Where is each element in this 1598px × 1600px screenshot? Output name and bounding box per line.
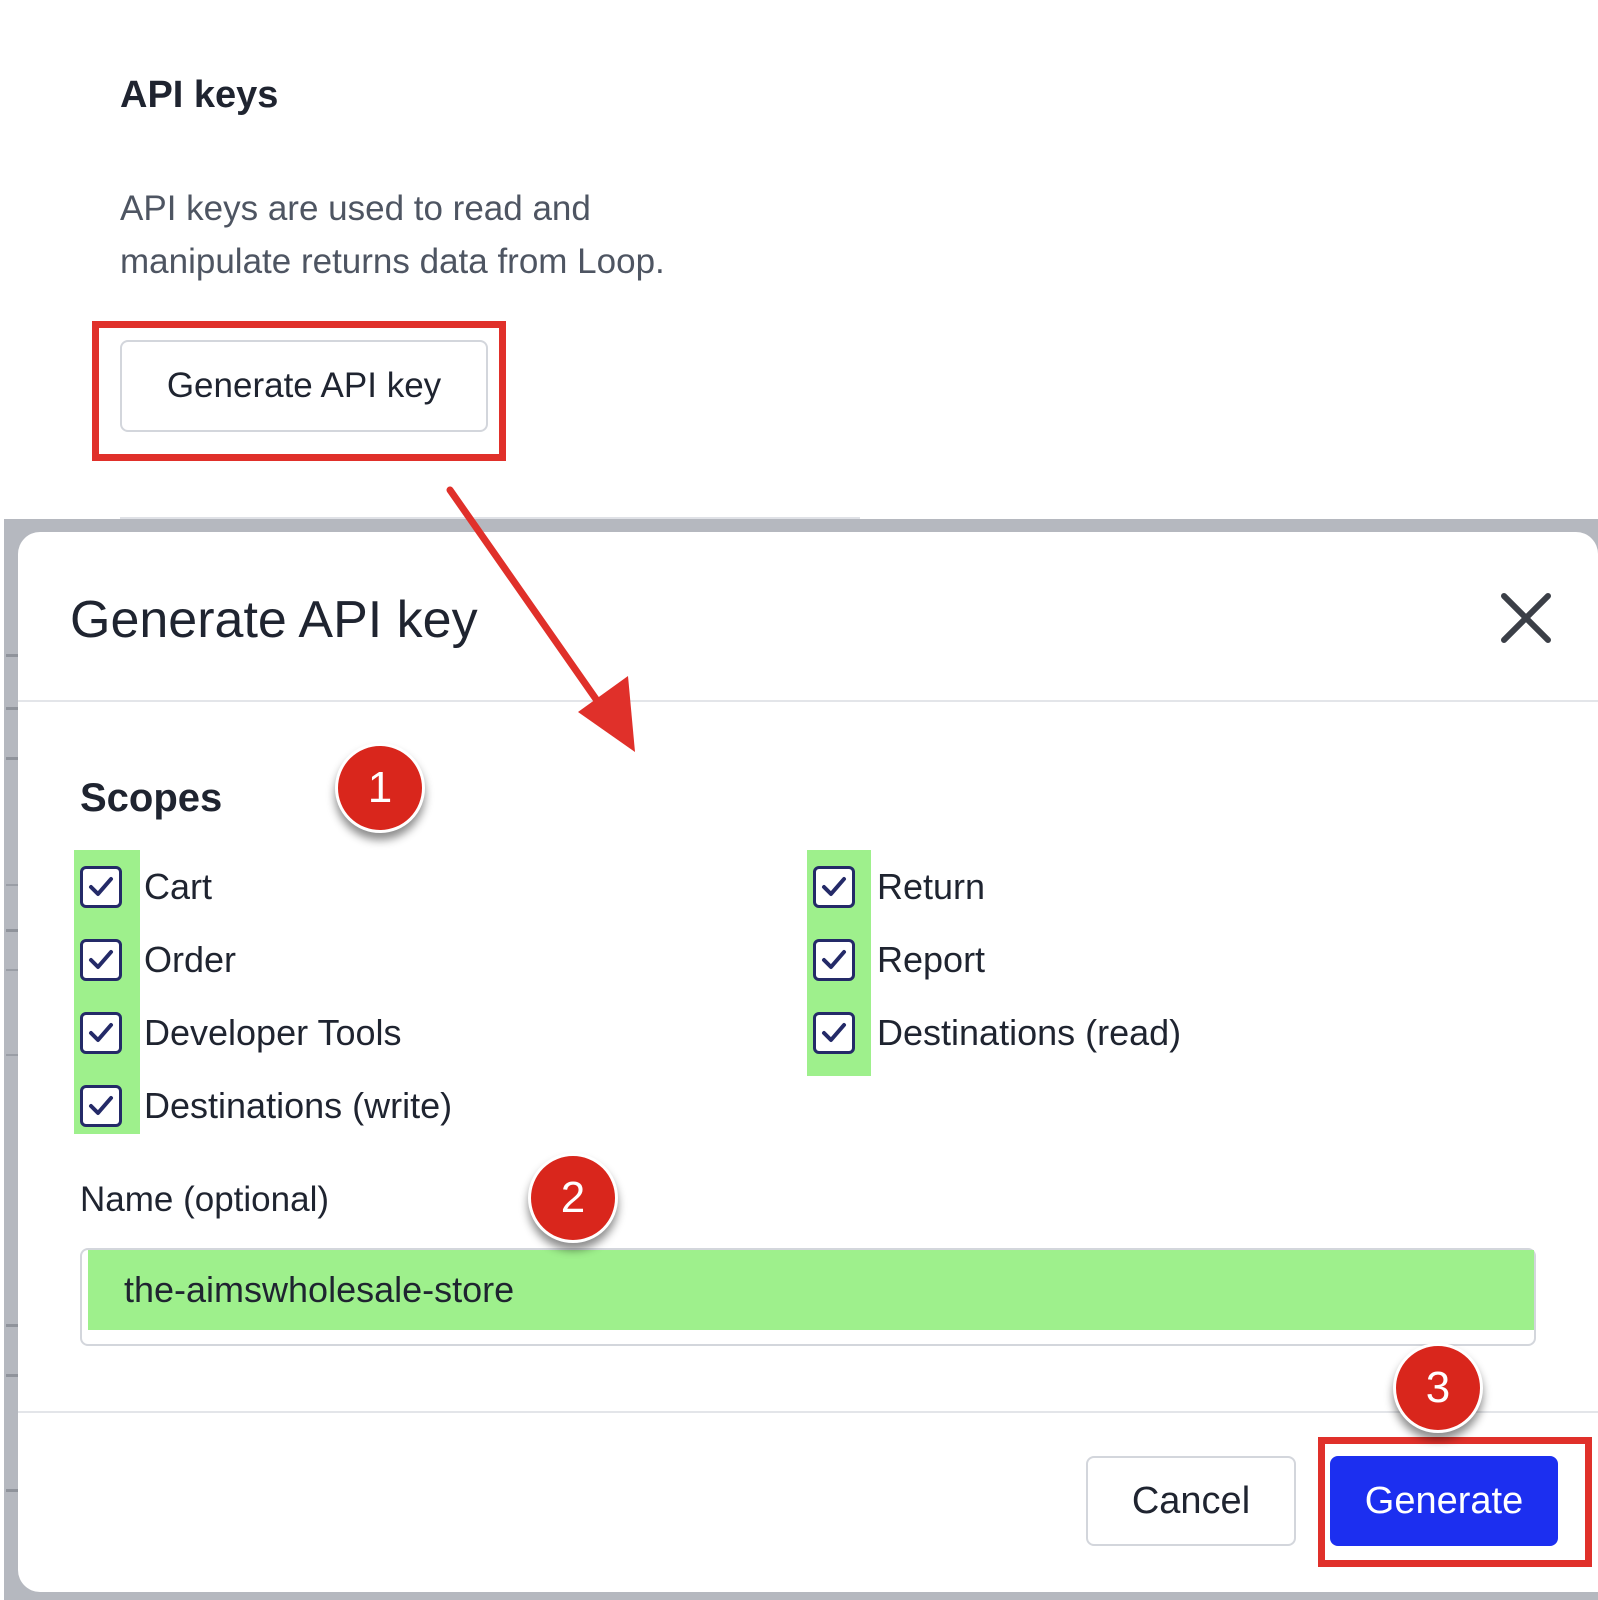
scope-destinations-write: Destinations (write) [80,1079,452,1133]
scope-label: Developer Tools [144,1012,402,1053]
check-icon [89,1023,113,1042]
scope-cart: Cart [80,860,212,914]
modal-header-divider [18,700,1598,702]
scope-destinations-write-checkbox[interactable] [80,1085,122,1127]
scope-order-checkbox[interactable] [80,939,122,981]
check-icon [822,877,846,896]
scope-label: Destinations (write) [144,1085,453,1126]
scope-label: Cart [144,866,213,907]
step-badge-3: 3 [1393,1343,1483,1433]
scope-cart-checkbox[interactable] [80,866,122,908]
scope-destinations-read: Destinations (read) [813,1006,1181,1060]
name-input[interactable] [88,1250,1534,1330]
generate-api-key-button[interactable]: Generate API key [120,340,488,432]
close-icon[interactable] [1496,588,1556,648]
scope-label: Return [877,866,986,907]
annotation-highlight-box [92,321,506,461]
page-title: API keys [120,74,279,116]
check-icon [89,877,113,896]
scope-label: Report [877,939,986,980]
name-field-label: Name (optional) [80,1180,329,1219]
step-badge-2: 2 [528,1153,618,1243]
modal-footer-divider [18,1411,1598,1413]
scope-label: Order [144,939,237,980]
scopes-label: Scopes [80,776,223,820]
annotation-highlight-box [1318,1437,1592,1567]
scope-developer-tools: Developer Tools [80,1006,401,1060]
generate-button[interactable]: Generate [1330,1456,1558,1546]
check-icon [89,950,113,969]
scope-report: Report [813,933,985,987]
scope-return: Return [813,860,985,914]
backdrop-page-content [4,519,20,1600]
scope-destinations-read-checkbox[interactable] [813,1012,855,1054]
scope-report-checkbox[interactable] [813,939,855,981]
modal-title: Generate API key [70,591,478,649]
check-icon [89,1096,113,1115]
scope-developer-tools-checkbox[interactable] [80,1012,122,1054]
step-badge-1: 1 [335,743,425,833]
page-description: API keys are used to read and manipulate… [120,189,665,281]
check-icon [822,950,846,969]
scope-order: Order [80,933,236,987]
scope-return-checkbox[interactable] [813,866,855,908]
cancel-button[interactable]: Cancel [1086,1456,1296,1546]
check-icon [822,1023,846,1042]
scope-label: Destinations (read) [877,1012,1182,1053]
